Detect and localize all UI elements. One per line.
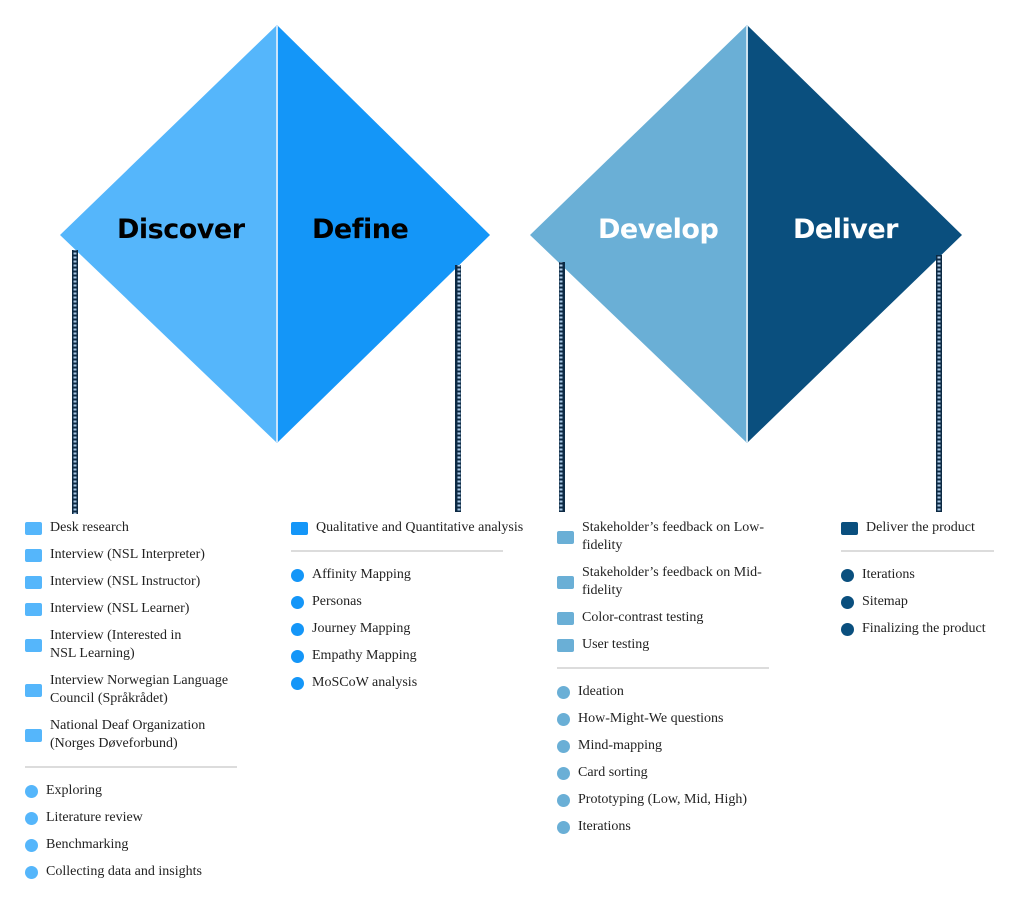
list-item: Ideation: [557, 683, 769, 701]
list-item: Card sorting: [557, 764, 769, 782]
circle-bullet-icon: [841, 568, 854, 582]
develop-half: [530, 25, 747, 443]
list-item: Journey Mapping: [291, 620, 531, 638]
list-item: Stakeholder’s feedback on Low-fidelity: [557, 519, 769, 555]
circle-bullet-icon: [557, 685, 570, 699]
list-item: Deliver the product: [841, 519, 1006, 537]
list-item: Interview (NSL Instructor): [25, 573, 237, 591]
square-bullet-icon: [557, 611, 574, 625]
square-bullet-icon: [557, 575, 574, 589]
list-item: User testing: [557, 636, 769, 654]
define-methods: Qualitative and Quantitative analysis: [291, 519, 531, 537]
circle-bullet-icon: [25, 838, 38, 852]
square-bullet-icon: [841, 521, 858, 535]
circle-bullet-icon: [25, 811, 38, 825]
phase-label-discover: Discover: [117, 214, 245, 245]
discover-half: [60, 25, 277, 443]
list-item: How-Might-We questions: [557, 710, 769, 728]
circle-bullet-icon: [291, 595, 304, 609]
divider: [291, 550, 503, 552]
develop-methods: Stakeholder’s feedback on Low-fidelity S…: [557, 519, 769, 654]
circle-bullet-icon: [25, 784, 38, 798]
square-bullet-icon: [291, 521, 308, 535]
define-activities: Affinity Mapping Personas Journey Mappin…: [291, 566, 531, 692]
discover-methods: Desk research Interview (NSL Interpreter…: [25, 519, 237, 753]
list-item: Collecting data and insights: [25, 863, 237, 881]
deliver-methods: Deliver the product: [841, 519, 1006, 537]
square-bullet-icon: [25, 602, 42, 616]
circle-bullet-icon: [557, 820, 570, 834]
circle-bullet-icon: [841, 622, 854, 636]
square-bullet-icon: [557, 530, 574, 544]
phase-label-develop: Develop: [598, 214, 719, 245]
list-item: Desk research: [25, 519, 237, 537]
square-bullet-icon: [25, 575, 42, 589]
circle-bullet-icon: [557, 766, 570, 780]
square-bullet-icon: [25, 683, 42, 697]
develop-column: Stakeholder’s feedback on Low-fidelity S…: [557, 519, 769, 845]
list-item: Qualitative and Quantitative analysis: [291, 519, 531, 537]
list-item: Interview (NSL Learner): [25, 600, 237, 618]
list-item: Affinity Mapping: [291, 566, 531, 584]
deliver-activities: Iterations Sitemap Finalizing the produc…: [841, 566, 1006, 638]
list-item: Interview (Interested in NSL Learning): [25, 627, 237, 663]
square-bullet-icon: [25, 521, 42, 535]
square-bullet-icon: [25, 728, 42, 742]
list-item: Color-contrast testing: [557, 609, 769, 627]
square-bullet-icon: [25, 638, 42, 652]
circle-bullet-icon: [291, 568, 304, 582]
discover-connector: [72, 250, 78, 514]
discover-column: Desk research Interview (NSL Interpreter…: [25, 519, 237, 890]
develop-activities: Ideation How-Might-We questions Mind-map…: [557, 683, 769, 836]
define-half: [277, 25, 490, 443]
circle-bullet-icon: [557, 739, 570, 753]
list-item: Empathy Mapping: [291, 647, 531, 665]
circle-bullet-icon: [291, 676, 304, 690]
circle-bullet-icon: [557, 793, 570, 807]
list-item: Personas: [291, 593, 531, 611]
list-item: Interview (NSL Interpreter): [25, 546, 237, 564]
list-item: Benchmarking: [25, 836, 237, 854]
divider: [841, 550, 994, 552]
divider: [557, 667, 769, 669]
develop-connector: [559, 262, 565, 512]
list-item: Iterations: [841, 566, 1006, 584]
list-item: Prototyping (Low, Mid, High): [557, 791, 769, 809]
list-item: Iterations: [557, 818, 769, 836]
list-item: Exploring: [25, 782, 237, 800]
define-column: Qualitative and Quantitative analysis Af…: [291, 519, 531, 701]
list-item: Literature review: [25, 809, 237, 827]
phase-label-deliver: Deliver: [793, 214, 898, 245]
circle-bullet-icon: [557, 712, 570, 726]
deliver-connector: [936, 255, 942, 512]
square-bullet-icon: [25, 548, 42, 562]
list-item: National Deaf Organization (Norges Døvef…: [25, 717, 237, 753]
list-item: Sitemap: [841, 593, 1006, 611]
circle-bullet-icon: [291, 622, 304, 636]
deliver-half: [747, 25, 962, 443]
list-item: Finalizing the product: [841, 620, 1006, 638]
square-bullet-icon: [557, 638, 574, 652]
circle-bullet-icon: [291, 649, 304, 663]
divider: [25, 766, 237, 768]
phase-label-define: Define: [312, 214, 409, 245]
discover-activities: Exploring Literature review Benchmarking…: [25, 782, 237, 881]
list-item: Stakeholder’s feedback on Mid-fidelity: [557, 564, 769, 600]
circle-bullet-icon: [841, 595, 854, 609]
define-connector: [455, 265, 461, 512]
list-item: Interview Norwegian Language Council (Sp…: [25, 672, 237, 708]
list-item: MoSCoW analysis: [291, 674, 531, 692]
circle-bullet-icon: [25, 865, 38, 879]
deliver-column: Deliver the product Iterations Sitemap F…: [841, 519, 1006, 647]
list-item: Mind-mapping: [557, 737, 769, 755]
